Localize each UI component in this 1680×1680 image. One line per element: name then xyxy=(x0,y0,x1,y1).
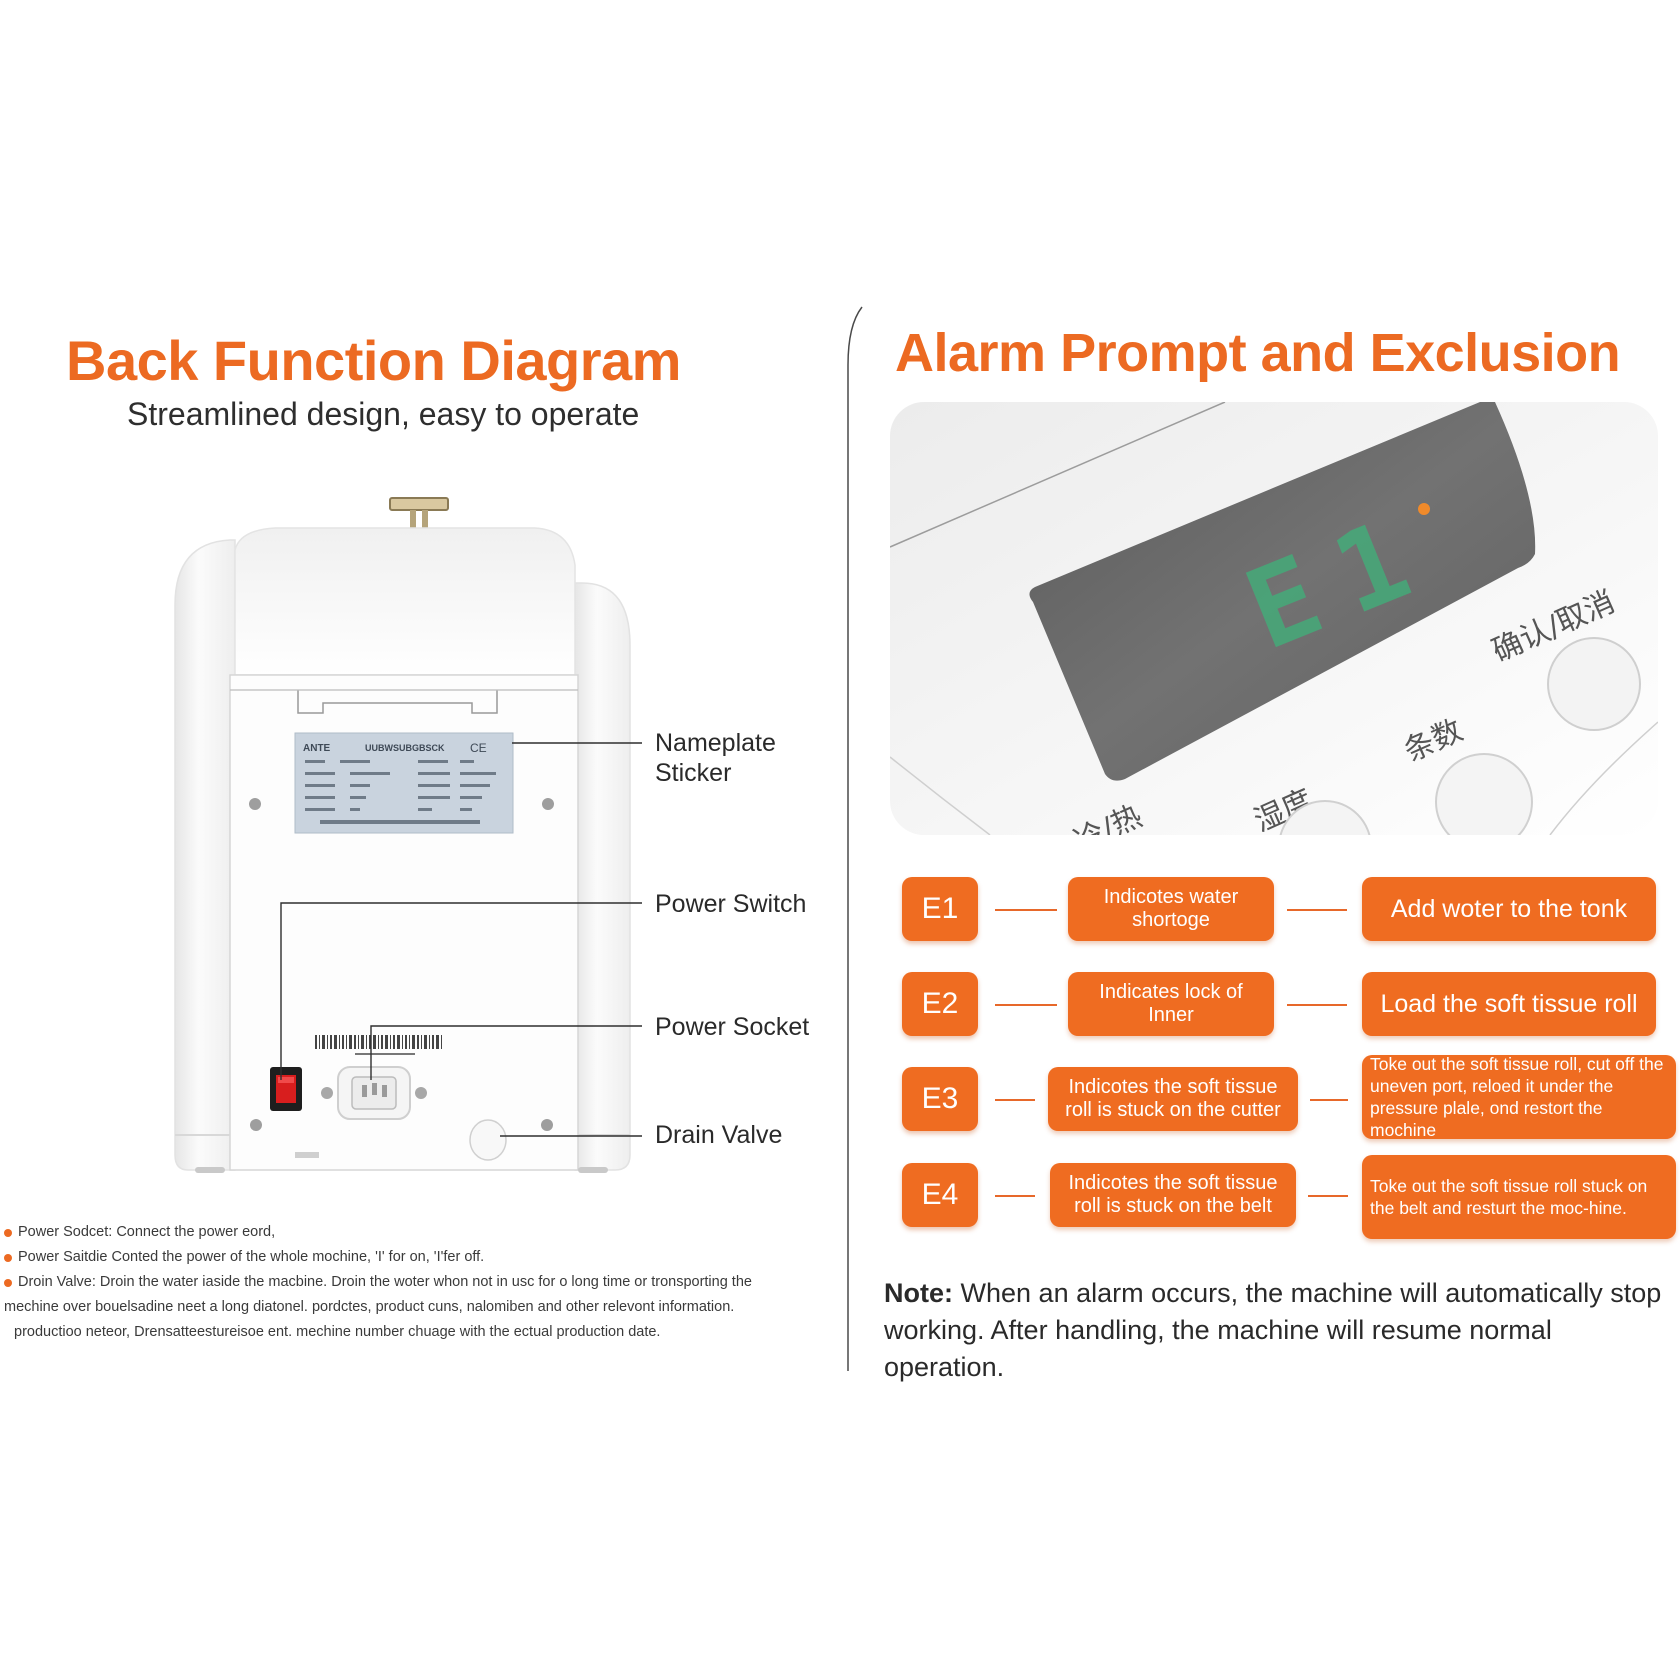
label-power-socket: Power Socket xyxy=(655,1013,810,1041)
connector-line xyxy=(1310,1099,1348,1101)
label-power-switch: Power Switch xyxy=(655,890,807,918)
right-side-panel xyxy=(574,582,631,1171)
alarm-action-e2: Load the soft tissue roll xyxy=(1362,972,1656,1036)
note-power-switch: Power Saitdie Conted the power of the wh… xyxy=(4,1245,804,1270)
alarm-note: Note: When an alarm occurs, the machine … xyxy=(884,1275,1674,1386)
connector-line xyxy=(995,1195,1035,1197)
alarm-meaning-e1: Indicotes water shortoge xyxy=(1068,877,1274,941)
left-side-panel xyxy=(174,539,236,1171)
lcd-display xyxy=(1029,402,1536,781)
connector-line xyxy=(1308,1195,1348,1197)
note-power-socket: Power Sodcet: Connect the power eord, xyxy=(4,1220,804,1245)
label-drain-valve: Drain Valve xyxy=(655,1121,783,1149)
alarm-prompt-title: Alarm Prompt and Exclusion xyxy=(895,323,1621,383)
connector-line xyxy=(995,909,1057,911)
note-text: When an alarm occurs, the machine will a… xyxy=(884,1278,1662,1382)
humidity-button xyxy=(1279,800,1371,835)
alarm-meaning-e3: Indicotes the soft tissue roll is stuck … xyxy=(1048,1067,1298,1131)
drain-valve[interactable] xyxy=(469,1119,507,1161)
connector-line xyxy=(1287,909,1347,911)
note-label: Note: xyxy=(884,1278,953,1308)
machine-back-illustration: ANTE UUBWSUBGBSCK CE xyxy=(174,497,631,1173)
nameplate-sticker xyxy=(294,732,514,834)
note-continuation: mechine over bouelsadine neet a long dia… xyxy=(4,1299,735,1315)
back-function-subtitle: Streamlined design, easy to operate xyxy=(127,396,640,432)
alarm-code-e3: E3 xyxy=(902,1067,978,1131)
count-button xyxy=(1435,753,1533,835)
nameplate-ce-mark: CE xyxy=(470,741,487,755)
bullet-dot xyxy=(4,1229,12,1237)
label-nameplate-sticker: Nameplate Sticker xyxy=(655,729,776,787)
bullet-dot xyxy=(4,1279,12,1287)
connector-line xyxy=(995,1099,1035,1101)
note-continuation: productioo neteor, Drensatteestureisoe e… xyxy=(14,1324,661,1340)
alarm-action-e3: Toke out the soft tissue roll, cut off t… xyxy=(1362,1054,1676,1140)
control-panel-photo: E1 确认/取消 条数 湿度 冷/热 xyxy=(890,402,1658,835)
connector-line xyxy=(995,1004,1057,1006)
alarm-code-e4: E4 xyxy=(902,1163,978,1227)
alarm-action-e1: Add woter to the tonk xyxy=(1362,877,1656,941)
back-function-notes: Power Sodcet: Connect the power eord, Po… xyxy=(4,1220,804,1345)
panel-divider xyxy=(847,306,863,1371)
power-socket[interactable] xyxy=(321,1066,427,1120)
barcode xyxy=(315,1035,442,1055)
alarm-meaning-e4: Indicotes the soft tissue roll is stuck … xyxy=(1050,1163,1296,1227)
confirm-cancel-button xyxy=(1547,637,1641,731)
alarm-code-e2: E2 xyxy=(902,972,978,1036)
back-function-title: Back Function Diagram xyxy=(66,329,681,392)
alarm-code-e1: E1 xyxy=(902,877,978,941)
note-drain-valve: Droin Valve: Droin the water iaside the … xyxy=(4,1270,804,1295)
connector-line xyxy=(1287,1004,1347,1006)
nameplate-heading: UUBWSUBGBSCK xyxy=(365,743,445,753)
alarm-meaning-e2: Indicates lock of Inner xyxy=(1068,972,1274,1036)
alarm-action-e4: Toke out the soft tissue roll stuck on t… xyxy=(1362,1155,1676,1239)
nameplate-brand: ANTE xyxy=(303,743,331,754)
top-handle xyxy=(389,497,449,511)
bullet-dot xyxy=(4,1254,12,1262)
